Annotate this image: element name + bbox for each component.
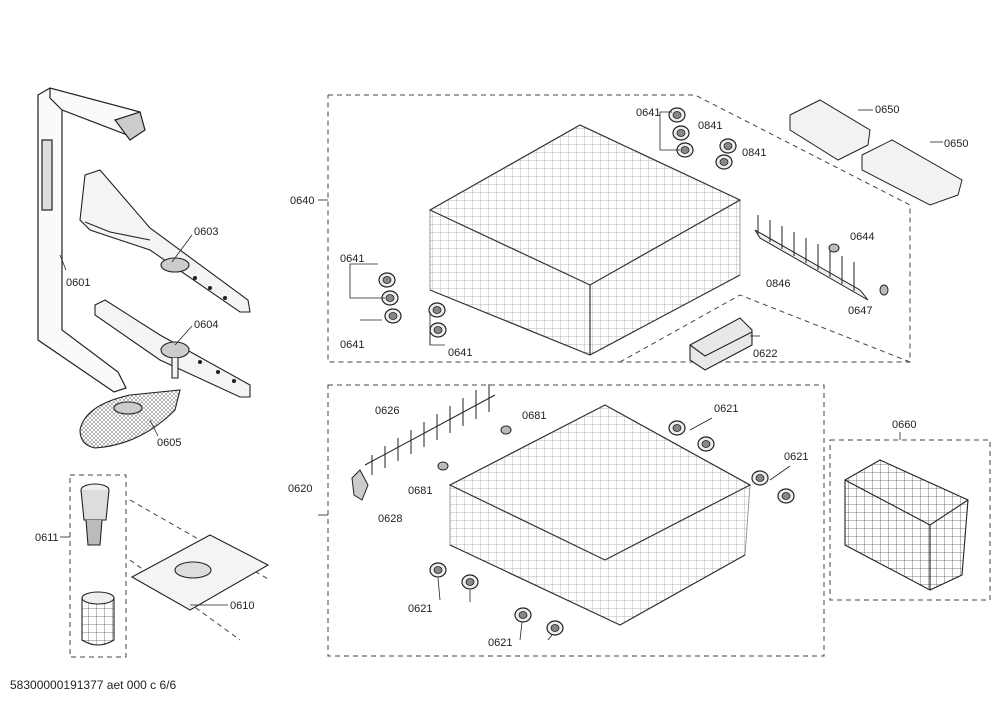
label-0601: 0601 [66, 277, 90, 289]
label-0604: 0604 [194, 319, 218, 331]
clip-rack-drawings [789, 99, 963, 206]
label-0650-b: 0650 [944, 138, 968, 150]
label-0660: 0660 [892, 419, 916, 431]
label-0641-bottom: 0641 [448, 347, 472, 359]
label-0611: 0611 [35, 532, 59, 544]
label-0621-a: 0621 [714, 403, 738, 415]
filter-group-box [69, 474, 127, 658]
cutlery-basket-group-box [829, 439, 991, 601]
lower-basket-drawing [448, 404, 752, 626]
leader-lines-0641 [349, 111, 680, 346]
clip-0644 [828, 243, 840, 253]
cup-rack-drawing [754, 215, 869, 301]
tine-row-drawing [364, 384, 496, 475]
label-0846: 0846 [766, 278, 790, 290]
upper-rack-group-box [327, 94, 911, 363]
bracket-0628 [351, 469, 369, 501]
label-0681-a: 0681 [522, 410, 546, 422]
label-0641-top: 0641 [636, 107, 660, 119]
upper-spray-arm-drawing [79, 169, 251, 313]
label-0626: 0626 [375, 405, 399, 417]
cutlery-basket-drawing [844, 459, 969, 591]
label-0628: 0628 [378, 513, 402, 525]
sprinkler-cover-drawing [79, 389, 181, 449]
rack-handle-drawing [689, 317, 753, 371]
label-0621-d: 0621 [488, 637, 512, 649]
label-0610: 0610 [230, 600, 254, 612]
clip-0647 [879, 284, 889, 296]
label-0641-bottom-left: 0641 [340, 339, 364, 351]
document-reference-footer: 58300000191377 aet 000 c 6/6 [10, 678, 177, 692]
label-0605: 0605 [157, 437, 181, 449]
label-0603: 0603 [194, 226, 218, 238]
label-0647: 0647 [848, 305, 872, 317]
part-labels: 0601 0603 0604 0605 0611 0610 0640 0641 … [35, 104, 968, 649]
label-0622: 0622 [753, 348, 777, 360]
label-0650-a: 0650 [875, 104, 899, 116]
lower-rack-group-box [327, 384, 825, 657]
leader-line [59, 254, 67, 271]
label-0841-b: 0841 [742, 147, 766, 159]
clip-0681-lower [437, 461, 449, 471]
supply-pipe-drawing [37, 87, 146, 393]
flat-filter-drawing [130, 534, 270, 611]
upper-box-divider [619, 294, 911, 363]
fine-filter-drawing [80, 483, 115, 646]
label-0841-a: 0841 [698, 120, 722, 132]
label-0621-c: 0621 [408, 603, 432, 615]
label-0620: 0620 [288, 483, 312, 495]
label-0641-left: 0641 [340, 253, 364, 265]
lower-spray-arm-drawing [94, 299, 251, 398]
label-0621-b: 0621 [784, 451, 808, 463]
clip-0681-upper [500, 425, 512, 435]
label-0644: 0644 [850, 231, 874, 243]
leader-lines-0621 [437, 417, 791, 641]
upper-basket-drawing [428, 124, 742, 356]
label-0681-b: 0681 [408, 485, 432, 497]
label-0640: 0640 [290, 195, 314, 207]
